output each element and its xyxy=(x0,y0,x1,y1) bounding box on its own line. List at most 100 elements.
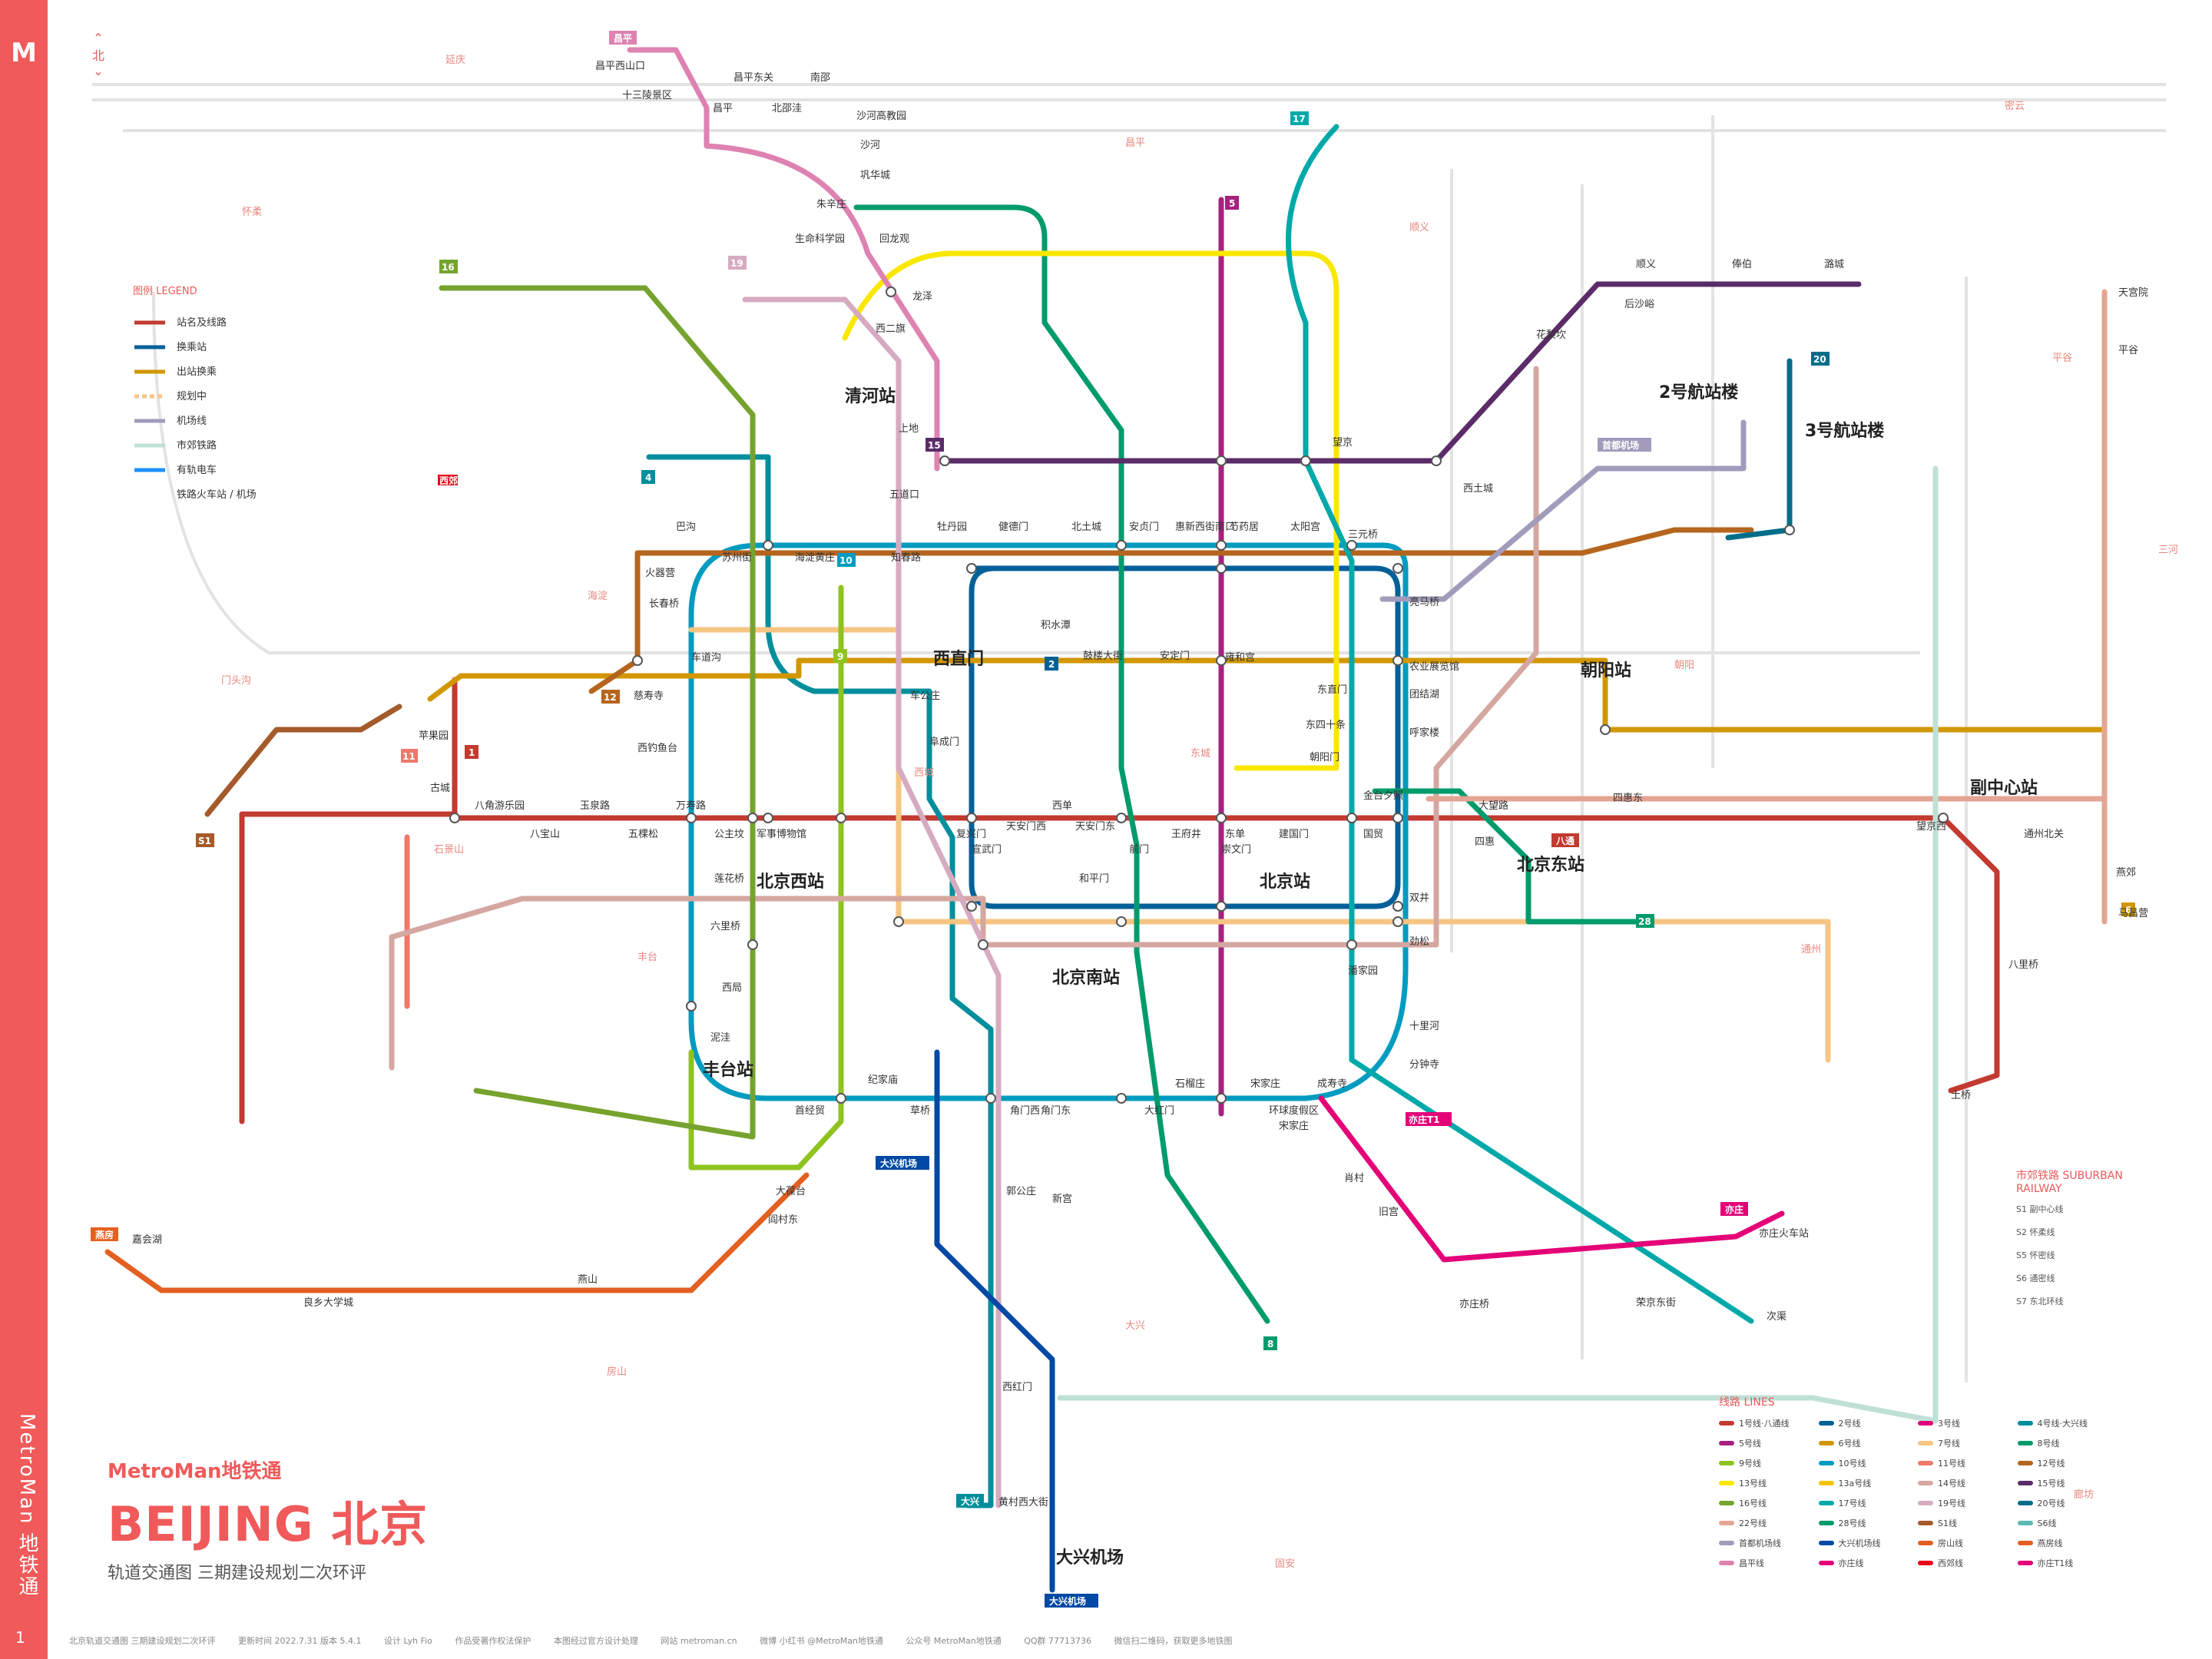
station-label: 龙泽 xyxy=(912,291,932,303)
lines-legend-label: 12号线 xyxy=(2037,1459,2065,1469)
badge-daxing-airport-south: 大兴机场 xyxy=(1049,1595,1086,1607)
footer-item: QQ群 77713736 xyxy=(1024,1636,1092,1646)
lines-legend-label: 亦庄线 xyxy=(1838,1558,1864,1568)
station-label: 燕山 xyxy=(578,1274,598,1286)
metro-lines xyxy=(104,47,2108,1593)
lines-legend-item: 3号线 xyxy=(1918,1417,2012,1429)
footer-item: 作品受著作权法保护 xyxy=(455,1636,531,1646)
line-color-swatch xyxy=(2017,1521,2033,1525)
legend-item: 市郊铁路 xyxy=(177,439,217,452)
badge-line-16: 16 xyxy=(442,262,455,273)
footer-item[interactable]: 网站 metroman.cn xyxy=(661,1636,737,1646)
legend-item: 铁路火车站 / 机场 xyxy=(177,488,257,501)
line-color-swatch xyxy=(1818,1501,1834,1505)
district-labels: 延庆 怀柔 密云 昌平 顺义 平谷 海淀 朝阳 门头沟 石景山 西城 东城 丰台… xyxy=(221,55,2178,1570)
area-label: 大兴 xyxy=(1125,1320,1145,1332)
station-label: 积水潭 xyxy=(1041,620,1071,631)
line-changping xyxy=(627,47,940,472)
lines-legend-label: 17号线 xyxy=(1838,1498,1866,1508)
background-rail-lines xyxy=(92,83,2166,1382)
lines-legend-title: 线路 LINES xyxy=(1719,1396,1775,1409)
station-label: 肖村 xyxy=(1344,1173,1364,1184)
area-label: 延庆 xyxy=(445,55,465,66)
lines-legend-label: 1号线·八通线 xyxy=(1739,1419,1790,1429)
line-fangshan xyxy=(104,1172,810,1293)
footer-item: 更新时间 2022.7.31 版本 5.4.1 xyxy=(238,1636,362,1646)
line-color-swatch xyxy=(1719,1541,1734,1545)
station-label: 巴沟 xyxy=(676,522,696,533)
line-22 xyxy=(1426,289,2108,925)
area-label: 通州 xyxy=(1801,944,1821,955)
metro-map[interactable]: 延庆 怀柔 密云 昌平 顺义 平谷 海淀 朝阳 门头沟 石景山 西城 东城 丰台… xyxy=(48,0,2212,1659)
footer-item: 微信扫二维码，获取更多地铁图 xyxy=(1114,1636,1233,1646)
badge-line-s1: S1 xyxy=(198,836,211,846)
lines-legend-item: 9号线 xyxy=(1719,1457,1813,1469)
page-number: 1 xyxy=(15,1628,25,1647)
line-16 xyxy=(439,285,756,1140)
legend-item: 出站换乘 xyxy=(177,366,217,378)
station-label: 昌平东关 xyxy=(733,72,773,84)
station-chaoyang: 朝阳站 xyxy=(1581,661,1631,680)
suburban-legend: 市郊铁路 SUBURBAN RAILWAY S1 副中心线 S2 怀柔线 S5 … xyxy=(2016,1167,2154,1318)
area-label: 石景山 xyxy=(434,844,464,856)
station-label: 通州北关 xyxy=(2024,829,2064,840)
legend-item: 站名及线路 xyxy=(177,316,227,329)
legend-title: 图例 LEGEND xyxy=(133,286,197,297)
station-label: 苹果园 xyxy=(419,730,449,742)
station-label: 西二旗 xyxy=(876,323,906,335)
footer-item: 本图经过官方设计处理 xyxy=(553,1636,638,1646)
station-label: 苏州街 xyxy=(722,551,752,564)
lines-legend-label: 9号线 xyxy=(1739,1459,1761,1469)
station-label: 建国门 xyxy=(1279,829,1309,840)
lines-legend-label: 5号线 xyxy=(1739,1439,1761,1449)
badge-line-6: 6 xyxy=(2125,905,2131,916)
line-color-swatch xyxy=(1719,1461,1734,1465)
station-label: 马昌营 xyxy=(2118,908,2148,919)
station-yizhuang-hcz: 亦庄火车站 xyxy=(1759,1227,1809,1240)
station-label: 慈寿寺 xyxy=(634,690,664,702)
station-label: 五道口 xyxy=(889,489,919,501)
station-label: 芍药居 xyxy=(1229,521,1259,533)
station-label: 火器营 xyxy=(645,568,675,579)
line-14 xyxy=(389,366,1539,1071)
station-label: 天宫院 xyxy=(2118,287,2148,299)
line-8 xyxy=(853,204,1270,1324)
station-label: 宋家庄 xyxy=(1279,1120,1309,1132)
lines-legend-item: 22号线 xyxy=(1719,1517,1813,1529)
line-color-swatch xyxy=(1918,1441,1933,1445)
station-label: 燕郊 xyxy=(2116,866,2136,879)
line-color-swatch xyxy=(1918,1421,1933,1426)
station-label: 八角游乐园 xyxy=(475,800,525,812)
lines-legend-item: 20号线 xyxy=(2017,1497,2111,1509)
station-label: 复兴门 xyxy=(956,829,986,840)
major-stations[interactable]: 清河站 西直门 北京西站 北京站 北京南站 北京东站 丰台站 朝阳站 副中心站 … xyxy=(703,382,2038,1568)
line-17 xyxy=(1286,124,1754,1324)
station-label: 俸伯 xyxy=(1732,259,1752,270)
station-label: 太阳宫 xyxy=(1290,522,1320,533)
station-label: 土桥 xyxy=(1951,1090,1971,1101)
station-label: 纪家庙 xyxy=(868,1074,898,1086)
station-label: 回龙观 xyxy=(879,233,909,245)
station-label: 鼓楼大街 xyxy=(1083,651,1123,662)
suburban-legend-title: 市郊铁路 SUBURBAN RAILWAY xyxy=(2016,1170,2123,1195)
station-label: 东四十条 xyxy=(1306,719,1346,731)
badge-yizhuang-t1: 亦庄T1 xyxy=(1409,1114,1440,1125)
station-label: 东单 xyxy=(1225,829,1245,840)
station-label: 宋家庄 xyxy=(1250,1078,1280,1090)
station-label: 顺义 xyxy=(1636,259,1656,270)
station-label: 东直门 xyxy=(1317,684,1347,696)
legend-item: 有轨电车 xyxy=(177,464,217,476)
area-label: 固安 xyxy=(1275,1558,1295,1570)
line-color-swatch xyxy=(1818,1561,1834,1565)
badge-yizhuang: 亦庄 xyxy=(1725,1204,1743,1215)
brand-subtitle: 轨道交通图 三期建设规划二次环评 xyxy=(108,1564,366,1583)
lines-legend-item: S6线 xyxy=(2017,1517,2111,1529)
lines-legend-item: 7号线 xyxy=(1918,1437,2012,1449)
regular-stations[interactable]: 昌平西山口 十三陵景区 昌平 昌平东关 北邵洼 南邵 沙河高教园 沙河 巩华城 … xyxy=(132,61,2148,1508)
station-beijing-south: 北京南站 xyxy=(1052,968,1120,988)
station-label: 海淀黄庄 xyxy=(795,551,835,564)
station-label: 大红门 xyxy=(1144,1104,1174,1117)
station-label: 宣武门 xyxy=(972,843,1002,856)
line-7 xyxy=(688,627,1831,1063)
